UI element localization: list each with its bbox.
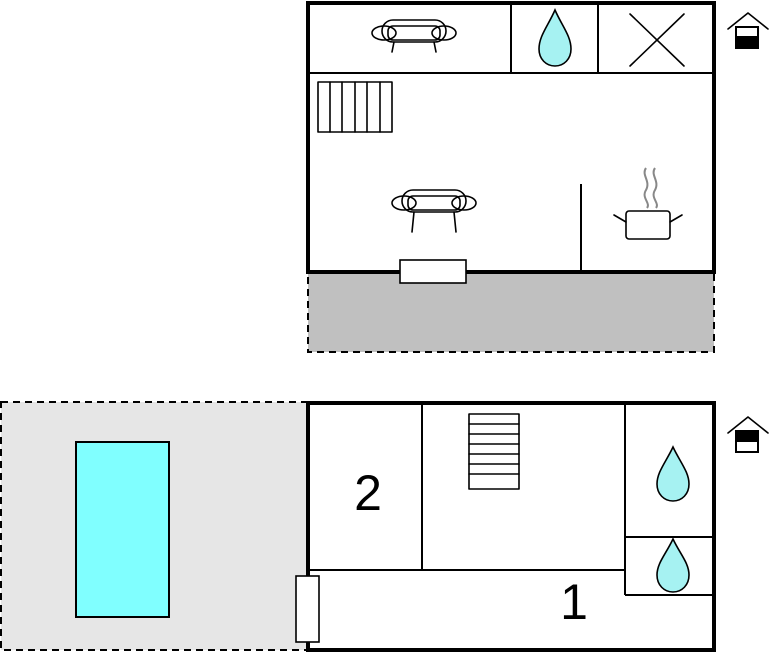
ground-door — [295, 575, 320, 643]
room-label-2: 2 — [354, 465, 382, 521]
water-drop-icon — [656, 445, 690, 502]
cross-icon — [629, 13, 685, 67]
upper-terrace — [307, 271, 715, 353]
room-label-1: 1 — [560, 574, 588, 630]
armchair-icon — [371, 19, 457, 53]
ground-floor: 2 1 — [0, 401, 769, 652]
water-drop-icon — [656, 537, 690, 593]
radiator-icon — [317, 81, 393, 133]
upper-door — [399, 259, 467, 284]
ground-floor-outline — [306, 401, 716, 652]
upper-floor — [306, 1, 769, 353]
cooking-pot-icon — [613, 167, 683, 240]
house-floor-ground-icon — [727, 416, 769, 453]
stairs-icon — [468, 413, 520, 490]
water-drop-icon — [538, 8, 572, 67]
armchair-icon — [391, 189, 477, 233]
pool-icon — [75, 441, 170, 618]
house-floor-upper-icon — [727, 12, 769, 49]
